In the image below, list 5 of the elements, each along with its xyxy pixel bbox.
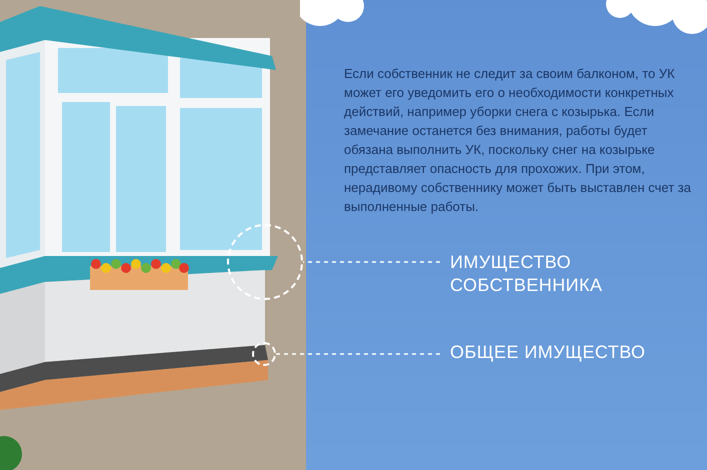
callout-label: ОБЩЕЕ ИМУЩЕСТВО	[450, 341, 680, 387]
leader-line	[276, 353, 440, 355]
description-text: Если собственник не следит за своим балконом, то УК может его уведомить его о необходимости конкретных действий, например уборки снега с козырька. Если замечание останется без внимания, работы будет обязана выполнить УК, поскольку снег на козырьке представляет опасность для прохожих. При этом, нерадивому собственнику может быть выставлен счет за выполненные работы.	[344, 65, 692, 216]
leader-line	[303, 261, 440, 263]
callout-label: ИМУЩЕСТВО СОБСТВЕННИКА	[450, 251, 680, 297]
